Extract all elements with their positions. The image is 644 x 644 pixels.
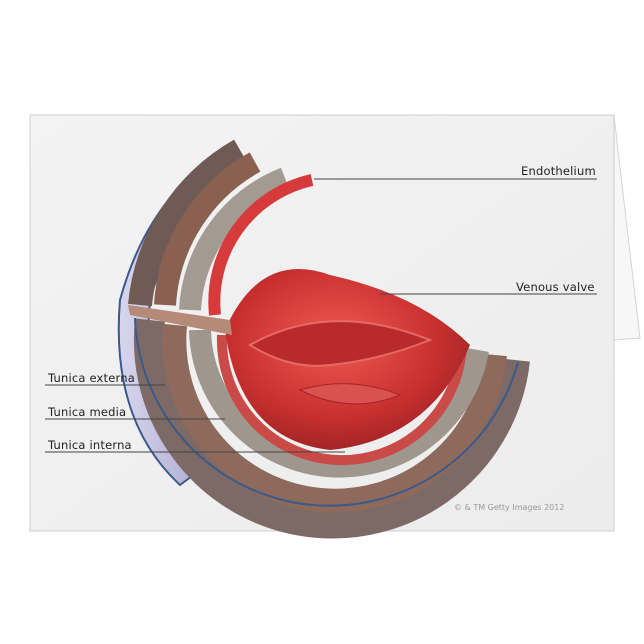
copyright-credit: © & TM Getty Images 2012	[454, 503, 565, 512]
bottom-endothelium	[216, 334, 467, 466]
label-endothelium: Endothelium	[521, 164, 596, 178]
vein-illustration	[117, 139, 530, 539]
valve-fold	[298, 383, 402, 405]
label-tunica-interna: Tunica interna	[48, 438, 132, 452]
label-tunica-externa: Tunica externa	[48, 371, 136, 385]
bottom-externa	[133, 318, 530, 539]
leader-lines	[45, 178, 597, 453]
label-venous-valve: Venous valve	[516, 280, 595, 294]
bottom-interna	[189, 329, 489, 478]
bottom-media	[162, 323, 507, 513]
top-externa	[128, 139, 247, 307]
outer-edge	[134, 317, 519, 507]
top-interna	[179, 167, 290, 311]
top-media	[154, 152, 261, 306]
cut-face	[128, 305, 232, 335]
venous-valve-leaflet	[248, 320, 433, 367]
top-endothelium	[208, 174, 314, 316]
label-tunica-media: Tunica media	[48, 405, 127, 419]
